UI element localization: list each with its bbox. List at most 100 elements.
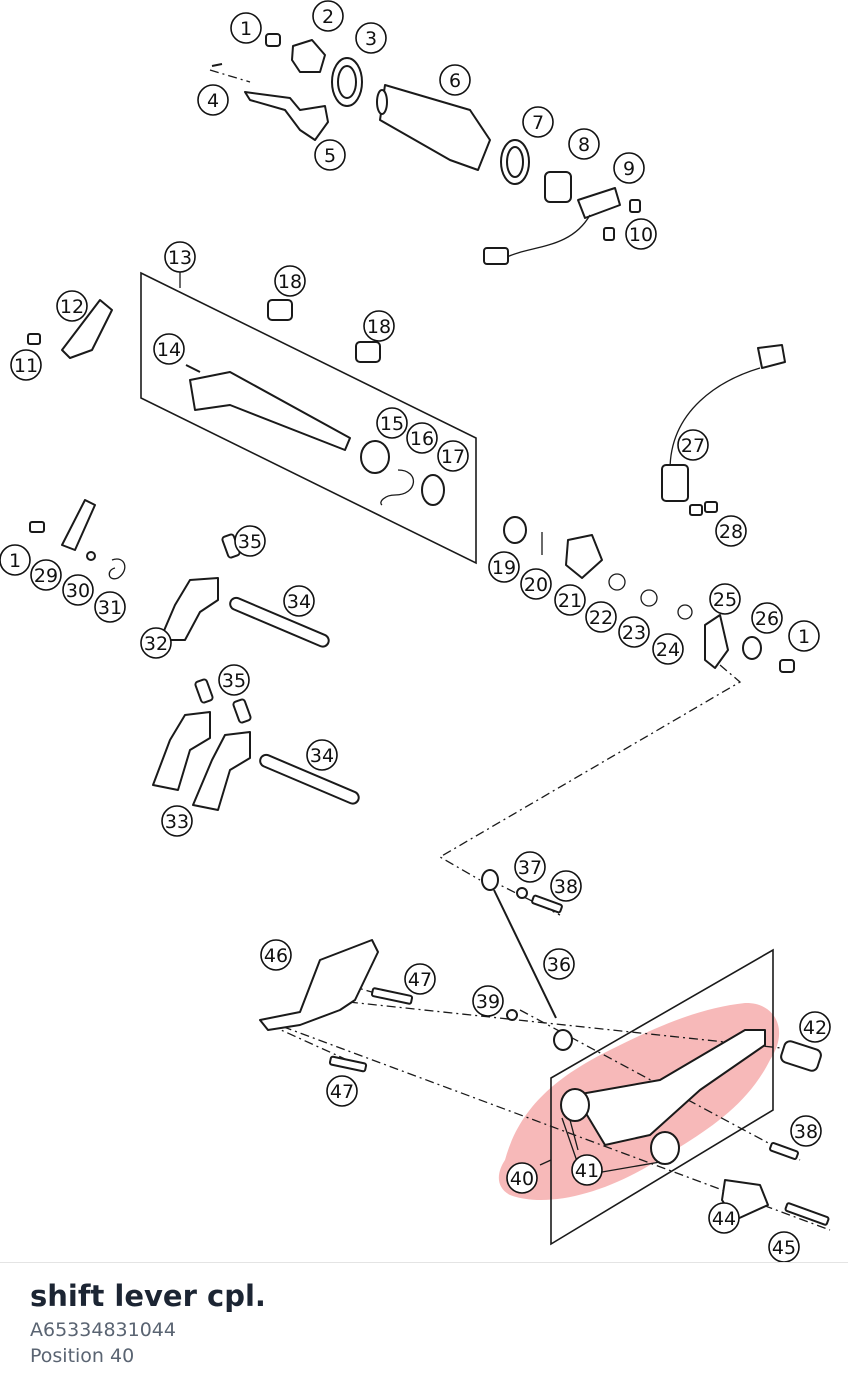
svg-text:16: 16: [410, 428, 434, 450]
svg-text:12: 12: [60, 296, 84, 318]
parts-artwork: [27, 33, 830, 1226]
callout-30[interactable]: 30: [62, 574, 94, 606]
assembly-line: [269, 1024, 366, 1069]
callout-9[interactable]: 9: [613, 152, 645, 184]
svg-text:45: 45: [772, 1237, 796, 1259]
callout-6[interactable]: 6: [439, 64, 471, 96]
group-frame-13: [140, 271, 477, 565]
leader-line: [569, 1119, 579, 1151]
group-frame-40: [550, 948, 774, 1246]
svg-text:34: 34: [310, 745, 334, 767]
callout-32[interactable]: 32: [140, 627, 172, 659]
svg-text:1: 1: [240, 18, 252, 40]
leader-line: [601, 1161, 661, 1173]
callout-25[interactable]: 25: [709, 583, 741, 615]
callout-26[interactable]: 26: [751, 602, 783, 634]
callout-18[interactable]: 18: [274, 265, 306, 297]
callout-44[interactable]: 44: [708, 1202, 740, 1234]
callout-15[interactable]: 15: [376, 407, 408, 439]
svg-text:24: 24: [656, 639, 680, 661]
svg-text:15: 15: [380, 413, 404, 435]
callout-4[interactable]: 4: [197, 84, 229, 116]
callout-13[interactable]: 13: [164, 241, 196, 273]
callout-34[interactable]: 34: [283, 585, 315, 617]
svg-text:10: 10: [629, 224, 653, 246]
callout-47[interactable]: 47: [326, 1075, 358, 1107]
callout-1[interactable]: 1: [0, 544, 31, 576]
svg-text:17: 17: [441, 446, 465, 468]
svg-text:13: 13: [168, 247, 192, 269]
callout-2[interactable]: 2: [312, 0, 344, 32]
callout-28[interactable]: 28: [715, 515, 747, 547]
svg-text:41: 41: [575, 1160, 599, 1182]
callout-34[interactable]: 34: [306, 739, 338, 771]
callout-20[interactable]: 20: [520, 568, 552, 600]
svg-text:21: 21: [558, 590, 582, 612]
svg-text:2: 2: [322, 6, 334, 28]
callout-47[interactable]: 47: [404, 963, 436, 995]
callout-1[interactable]: 1: [230, 12, 262, 44]
callout-22[interactable]: 22: [585, 601, 617, 633]
svg-text:37: 37: [518, 857, 542, 879]
callout-3[interactable]: 3: [355, 22, 387, 54]
svg-text:42: 42: [803, 1017, 827, 1039]
callout-12[interactable]: 12: [56, 290, 88, 322]
callout-27[interactable]: 27: [677, 429, 709, 461]
svg-text:8: 8: [578, 134, 590, 156]
assembly-line: [209, 69, 251, 83]
callout-35[interactable]: 35: [234, 525, 266, 557]
part-position: Position 40: [30, 1345, 135, 1367]
svg-text:4: 4: [207, 90, 219, 112]
callout-42[interactable]: 42: [799, 1011, 831, 1043]
callout-21[interactable]: 21: [554, 584, 586, 616]
callout-8[interactable]: 8: [568, 128, 600, 160]
callout-35[interactable]: 35: [218, 664, 250, 696]
svg-text:33: 33: [165, 811, 189, 833]
callout-1[interactable]: 1: [788, 620, 820, 652]
svg-text:38: 38: [794, 1121, 818, 1143]
svg-text:38: 38: [554, 876, 578, 898]
callout-11[interactable]: 11: [10, 349, 42, 381]
callout-18[interactable]: 18: [363, 310, 395, 342]
callout-7[interactable]: 7: [522, 106, 554, 138]
callout-38[interactable]: 38: [550, 870, 582, 902]
svg-text:35: 35: [222, 670, 246, 692]
callout-40[interactable]: 40: [506, 1162, 538, 1194]
callout-17[interactable]: 17: [437, 440, 469, 472]
svg-text:1: 1: [798, 626, 810, 648]
svg-text:27: 27: [681, 435, 705, 457]
callout-24[interactable]: 24: [652, 633, 684, 665]
callout-37[interactable]: 37: [514, 851, 546, 883]
svg-text:46: 46: [264, 945, 288, 967]
svg-text:26: 26: [755, 608, 779, 630]
callout-41[interactable]: 41: [571, 1154, 603, 1186]
leader-line: [539, 1159, 552, 1166]
callout-10[interactable]: 10: [625, 218, 657, 250]
svg-text:47: 47: [408, 969, 432, 991]
svg-text:14: 14: [157, 339, 181, 361]
callout-38[interactable]: 38: [790, 1115, 822, 1147]
callout-23[interactable]: 23: [618, 616, 650, 648]
callout-19[interactable]: 19: [488, 551, 520, 583]
svg-text:3: 3: [365, 28, 377, 50]
callout-29[interactable]: 29: [30, 559, 62, 591]
callout-36[interactable]: 36: [543, 948, 575, 980]
svg-text:40: 40: [510, 1168, 534, 1190]
svg-text:7: 7: [532, 112, 544, 134]
callout-5[interactable]: 5: [314, 139, 346, 171]
callout-46[interactable]: 46: [260, 939, 292, 971]
svg-text:18: 18: [278, 271, 302, 293]
callout-14[interactable]: 14: [153, 333, 185, 365]
callout-39[interactable]: 39: [472, 985, 504, 1017]
svg-text:29: 29: [34, 565, 58, 587]
svg-text:19: 19: [492, 557, 516, 579]
callout-33[interactable]: 33: [161, 805, 193, 837]
callout-16[interactable]: 16: [406, 422, 438, 454]
part-info-panel: shift lever cpl. A65334831044 Position 4…: [0, 1262, 848, 1391]
svg-text:22: 22: [589, 607, 613, 629]
callout-45[interactable]: 45: [768, 1231, 800, 1262]
callout-31[interactable]: 31: [94, 591, 126, 623]
svg-text:34: 34: [287, 591, 311, 613]
svg-text:44: 44: [712, 1208, 736, 1230]
svg-text:36: 36: [547, 954, 571, 976]
